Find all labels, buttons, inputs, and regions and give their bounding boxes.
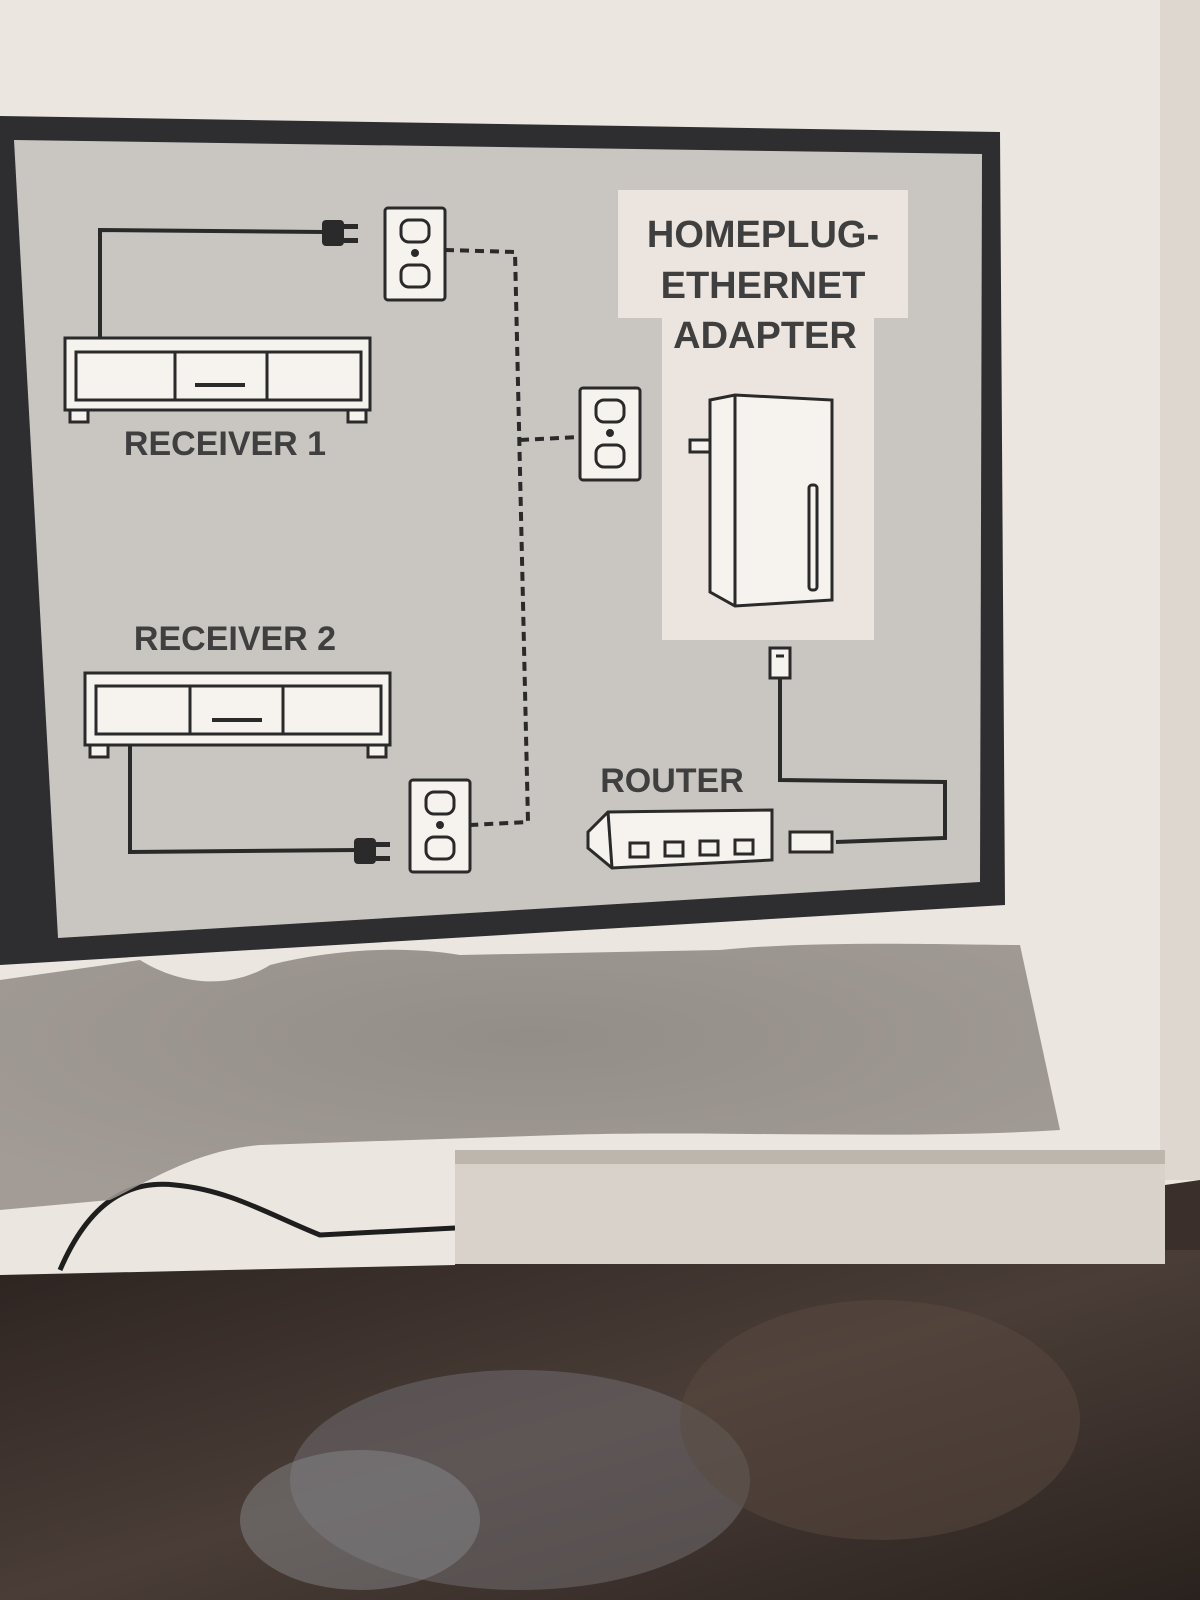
adapter-highlight xyxy=(618,190,908,318)
box-flap-edge xyxy=(57,1181,456,1271)
receiver-1-icon xyxy=(63,336,372,424)
power-plug-icon xyxy=(354,838,390,864)
router-icon xyxy=(586,808,774,870)
ethernet-connector-icon xyxy=(768,646,792,680)
receiver-2-label: RECEIVER 2 xyxy=(134,620,336,658)
power-outlet-icon xyxy=(408,778,472,874)
receiver-1-power-cord xyxy=(98,227,326,338)
router-ethernet-plug-icon xyxy=(788,830,834,854)
powerline-dashed-connection xyxy=(444,248,581,827)
adapter-label-line-3: ADAPTER xyxy=(673,315,857,357)
adapter-label-line-1: HOMEPLUG- xyxy=(647,214,879,256)
power-outlet-icon xyxy=(578,386,642,482)
power-outlet-icon xyxy=(383,206,447,302)
receiver-2-icon xyxy=(83,671,392,759)
receiver-1-label: RECEIVER 1 xyxy=(124,425,326,463)
homeplug-adapter-icon xyxy=(688,393,834,608)
ethernet-cable xyxy=(778,678,947,844)
router-label: ROUTER xyxy=(600,762,744,800)
power-plug-icon xyxy=(322,220,358,246)
hand-shadow xyxy=(0,943,1060,1210)
receiver-2-power-cord xyxy=(128,745,359,855)
box-side-edge xyxy=(1160,0,1200,1180)
adapter-label-line-2: ETHERNET xyxy=(661,265,866,307)
